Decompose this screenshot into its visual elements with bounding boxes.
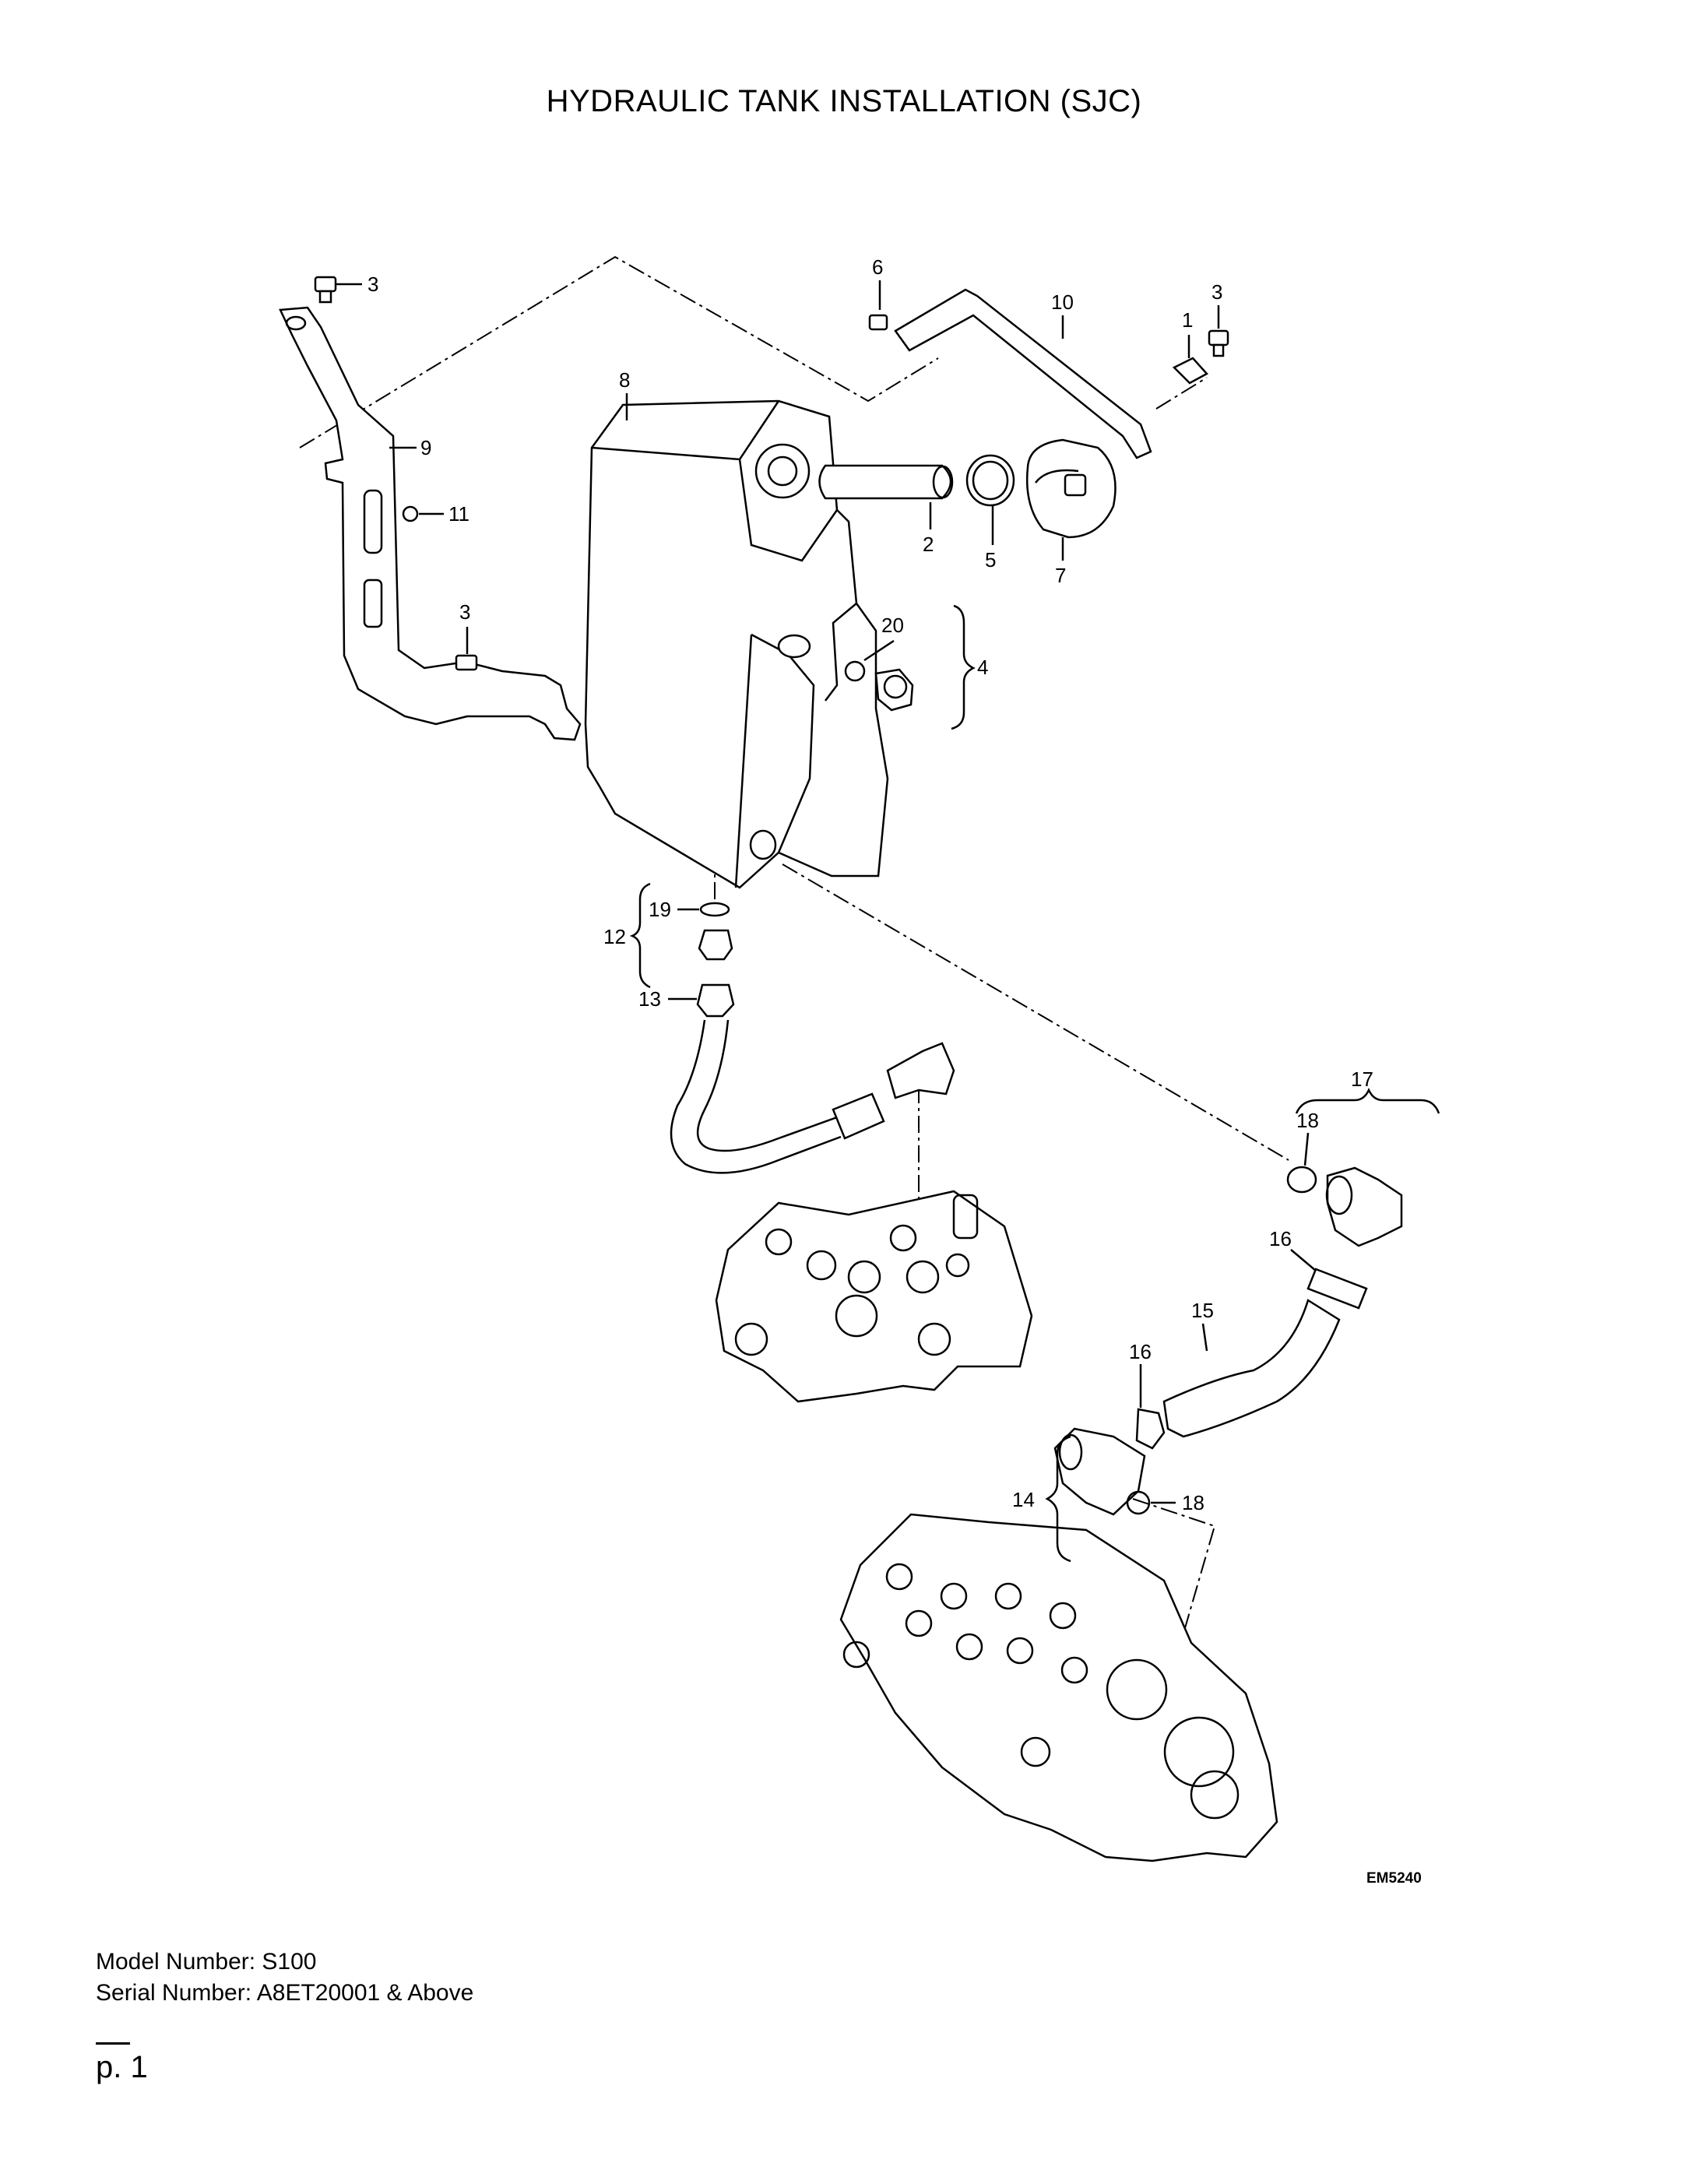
plate — [1172, 357, 1208, 385]
suction-hose — [1162, 1299, 1341, 1438]
serial-number: Serial Number: A8ET20001 & Above — [96, 1980, 474, 2006]
callout-4: 4 — [977, 656, 988, 679]
gasket — [965, 454, 1015, 507]
callout-6: 6 — [872, 255, 883, 279]
screw — [868, 314, 888, 331]
callout-16: 16 — [1269, 1227, 1292, 1250]
callout-18: 18 — [1182, 1491, 1204, 1514]
callout-15: 15 — [1191, 1299, 1214, 1322]
tank — [584, 399, 889, 889]
brace-14 — [1045, 1435, 1071, 1563]
callout-10: 10 — [1051, 290, 1074, 314]
callout-12: 12 — [603, 925, 626, 948]
page-title: HYDRAULIC TANK INSTALLATION (SJC) — [546, 84, 1142, 118]
callout-5: 5 — [985, 548, 996, 571]
callout-16: 16 — [1129, 1340, 1152, 1363]
brace-12 — [629, 882, 651, 989]
hose-lower — [670, 1019, 955, 1174]
callout-11: 11 — [448, 502, 469, 526]
callout-2: 2 — [923, 533, 934, 556]
o-ring-small — [699, 902, 730, 917]
filler-neck — [818, 464, 954, 500]
callout-3: 3 — [459, 600, 470, 624]
callout-14: 14 — [1012, 1488, 1035, 1511]
model-number: Model Number: S100 — [96, 1949, 317, 1975]
callout-18: 18 — [1296, 1109, 1319, 1132]
callout-3: 3 — [1211, 280, 1222, 304]
brace-4 — [951, 604, 976, 730]
control-valve — [715, 1190, 1033, 1403]
callout-19: 19 — [649, 898, 671, 921]
figure-code: EM5240 — [1366, 1870, 1422, 1887]
strap-top — [894, 288, 1152, 459]
o-ring-gauge — [844, 660, 866, 682]
sight-gauge — [844, 660, 914, 712]
bolt — [314, 276, 1229, 671]
filler-cap — [1025, 438, 1117, 539]
callout-20: 20 — [881, 614, 904, 637]
callout-1: 1 — [1182, 308, 1193, 332]
hose-clamp — [1135, 1268, 1368, 1450]
o-ring — [1286, 1166, 1317, 1194]
page-number: p. 1 — [96, 2050, 148, 2084]
callout-3: 3 — [367, 273, 378, 296]
brace-17 — [1295, 1088, 1440, 1114]
nut — [402, 505, 419, 522]
o-ring — [1126, 1490, 1151, 1515]
callout-13: 13 — [638, 987, 661, 1011]
drain-fitting — [696, 902, 735, 1018]
pump-assembly — [839, 1513, 1278, 1862]
elbow-fitting-bottom — [1053, 1427, 1151, 1516]
callout-9: 9 — [420, 436, 431, 459]
elbow-fitting-top — [1286, 1166, 1403, 1247]
bracket-left — [279, 306, 582, 741]
callout-17: 17 — [1351, 1067, 1373, 1091]
callout-labels: 3 9 11 3 8 6 10 1 3 2 5 7 20 4 19 12 13 … — [367, 255, 1422, 1887]
leader-lines — [336, 280, 1317, 1504]
callout-7: 7 — [1055, 564, 1066, 587]
callout-8: 8 — [619, 368, 630, 392]
page-rule — [96, 2042, 130, 2045]
